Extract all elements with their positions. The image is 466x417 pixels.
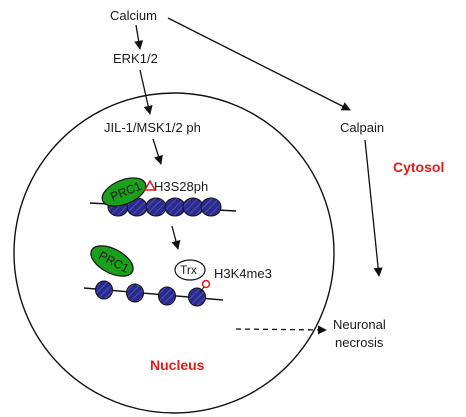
arrow-calpain-to-necrosis: [364, 139, 383, 277]
trx-label: Trx: [180, 263, 197, 277]
nucleus-label: Nucleus: [150, 357, 205, 373]
cytosol-label: Cytosol: [393, 159, 444, 175]
erk-label: ERK1/2: [113, 51, 158, 66]
nucleosome: [145, 197, 167, 217]
nucleosome: [182, 197, 204, 217]
calpain-label: Calpain: [340, 120, 384, 135]
nucleosome: [200, 197, 222, 217]
neuronal-necrosis-label-line2: necrosis: [335, 335, 384, 350]
chromatin-top: PRC1: [89, 177, 237, 217]
neuronal-necrosis-label-line1: Neuronal: [333, 317, 386, 332]
nucleus-boundary: [13, 92, 335, 414]
nucleosome: [95, 280, 113, 300]
h3s28ph-label: H3S28ph: [154, 179, 208, 194]
k4-methyl-circle: [201, 279, 211, 289]
nucleosome: [126, 283, 144, 303]
arrow-jil-to-chromatin: [152, 138, 163, 165]
calcium-label: Calcium: [110, 8, 157, 23]
arrow-nucleus-to-necrosis-dashed: [235, 325, 327, 335]
nucleosome: [158, 286, 176, 306]
jil-msk-label: JIL-1/MSK1/2 ph: [104, 120, 201, 135]
s28-phospho-triangle: [143, 179, 157, 191]
prc1-complex-bottom: PRC1: [90, 245, 134, 277]
chromatin-bottom: PRC1 Trx: [83, 245, 224, 307]
nucleosome: [188, 287, 206, 307]
trx-complex: Trx: [174, 259, 206, 281]
arrow-erk-to-jil: [139, 69, 153, 115]
nucleosome: [164, 197, 186, 217]
arrow-chromatin-transition: [171, 225, 181, 250]
arrow-calcium-to-erk: [134, 24, 144, 50]
h3k4me3-label: H3K4me3: [214, 266, 272, 281]
k4-methyl-stalk: [199, 286, 205, 293]
arrow-calcium-to-calpain: [167, 17, 351, 111]
